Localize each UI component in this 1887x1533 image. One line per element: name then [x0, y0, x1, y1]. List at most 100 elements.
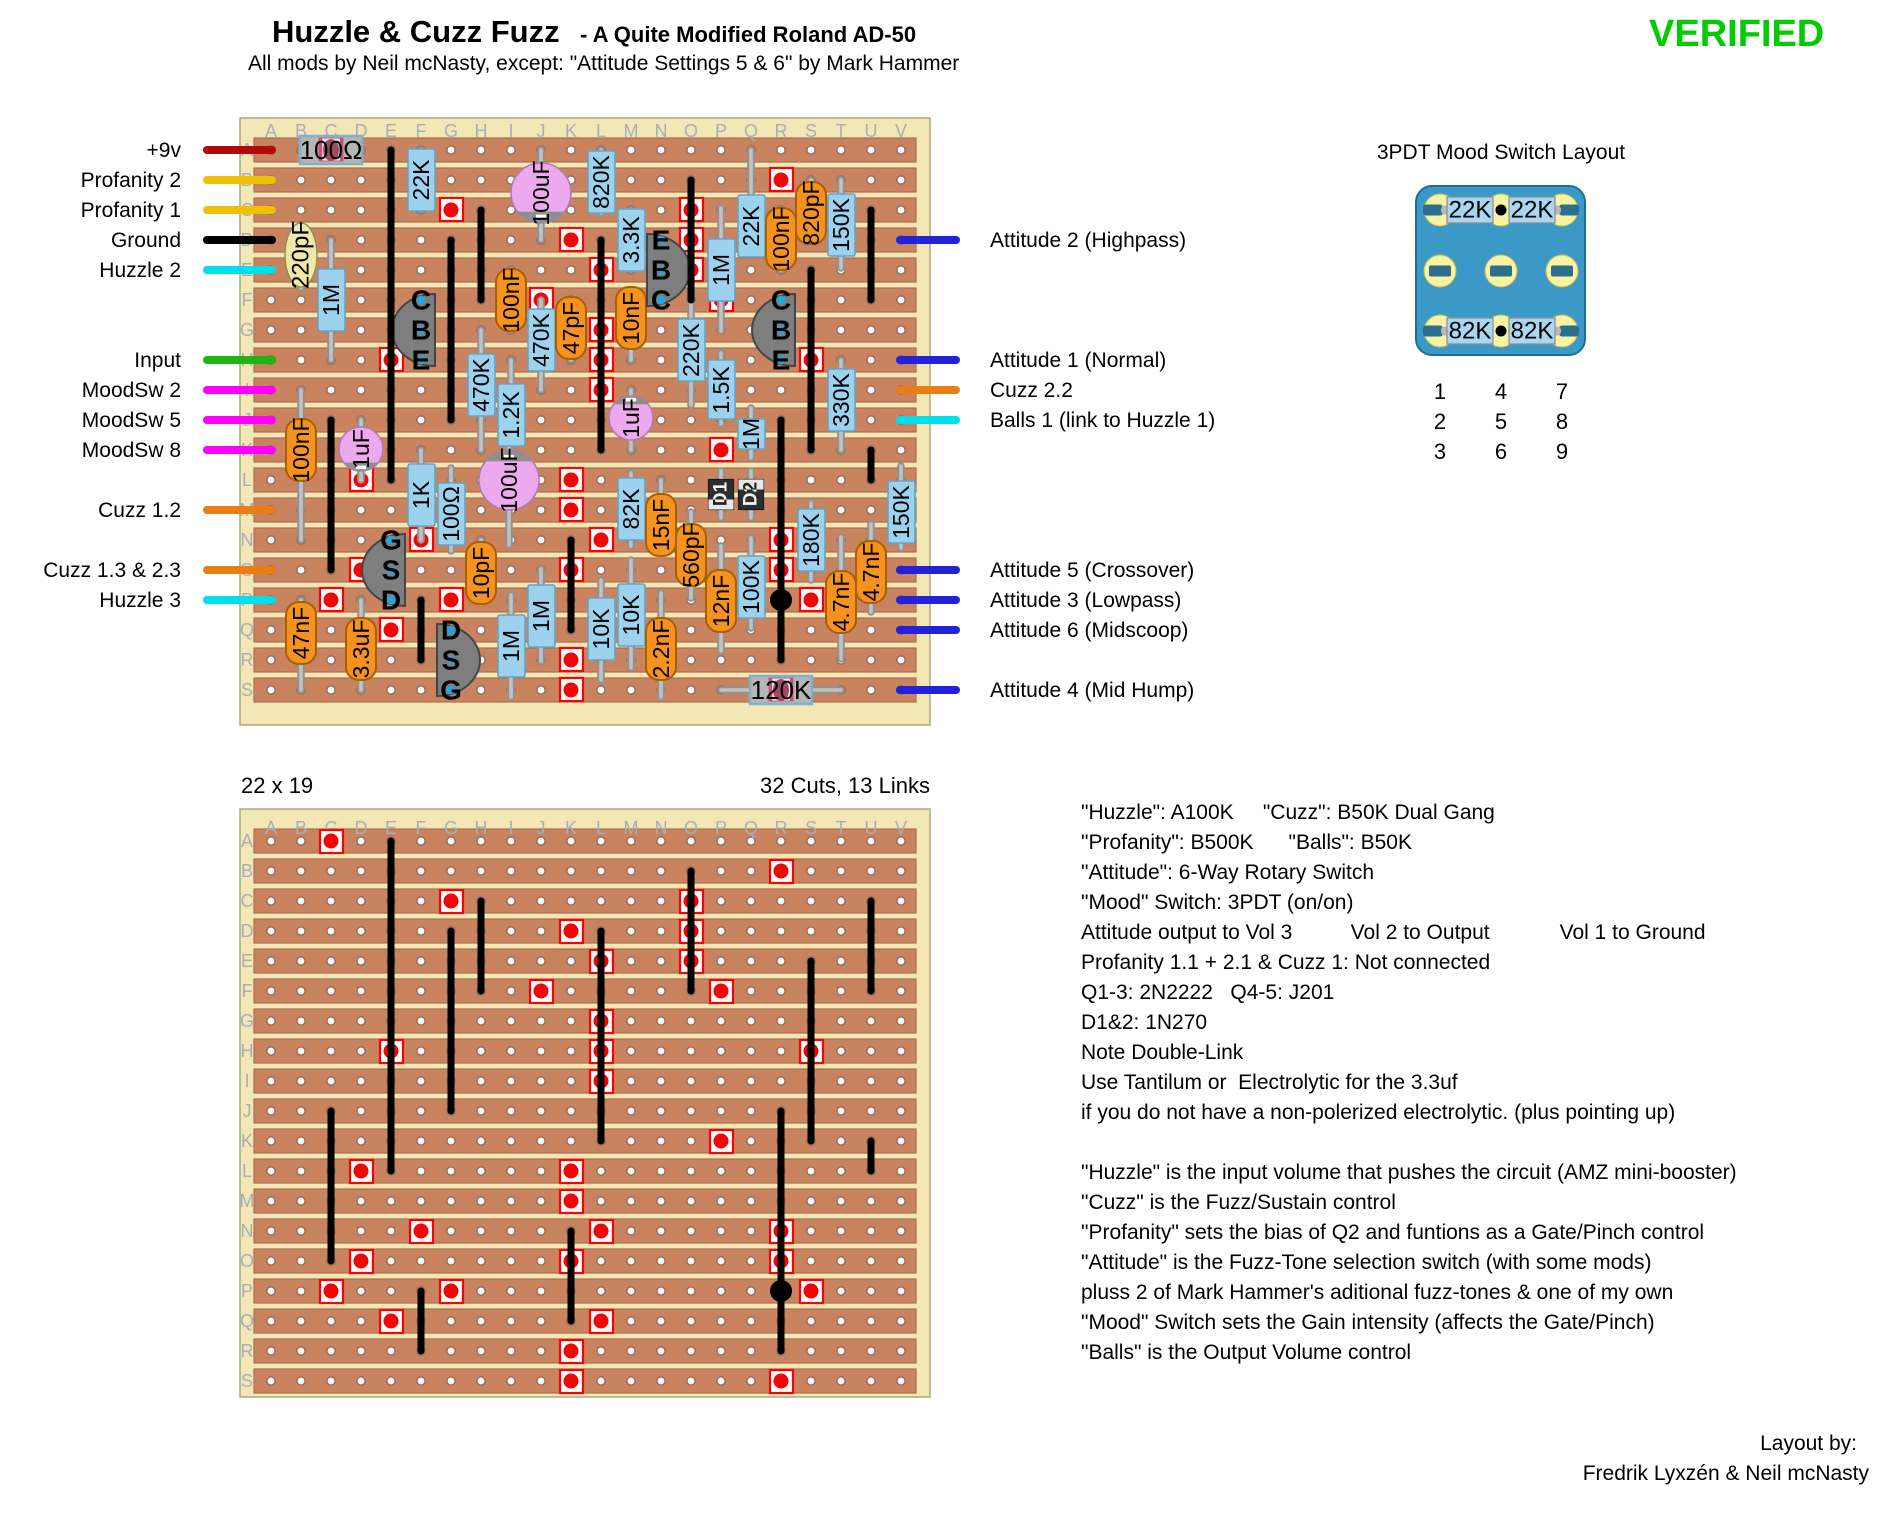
svg-text:U: U	[865, 121, 878, 141]
svg-text:"Balls" is the Output Volume c: "Balls" is the Output Volume control	[1081, 1341, 1411, 1364]
svg-text:"Cuzz" is the Fuzz/Sustain con: "Cuzz" is the Fuzz/Sustain control	[1081, 1191, 1396, 1214]
svg-text:Huzzle & Cuzz Fuzz: Huzzle & Cuzz Fuzz	[272, 14, 560, 49]
svg-text:5: 5	[1495, 409, 1507, 434]
svg-text:G: G	[380, 525, 402, 556]
svg-text:9: 9	[1556, 439, 1568, 464]
svg-text:Cuzz 1.3 & 2.3: Cuzz 1.3 & 2.3	[43, 559, 181, 582]
svg-text:J: J	[537, 818, 546, 838]
svg-text:T: T	[836, 818, 847, 838]
svg-text:3: 3	[1434, 439, 1446, 464]
svg-text:+9v: +9v	[147, 139, 182, 162]
svg-text:C: C	[651, 285, 671, 316]
svg-text:O: O	[240, 1251, 254, 1271]
svg-text:B: B	[295, 818, 307, 838]
svg-text:Balls 1 (link to Huzzle 1): Balls 1 (link to Huzzle 1)	[990, 409, 1215, 432]
svg-text:330K: 330K	[828, 372, 854, 426]
svg-text:1: 1	[1434, 379, 1446, 404]
svg-text:22K: 22K	[1449, 197, 1492, 224]
svg-text:1M: 1M	[708, 254, 734, 286]
svg-text:Note Double-Link: Note Double-Link	[1081, 1041, 1244, 1064]
svg-text:22 x 19: 22 x 19	[241, 773, 313, 798]
svg-text:Input: Input	[134, 349, 181, 372]
svg-text:Use Tantilum or Electrolytic: Use Tantilum or Electrolytic for the 3.3…	[1081, 1071, 1458, 1094]
svg-text:D: D	[441, 615, 461, 646]
svg-text:F: F	[242, 290, 253, 310]
svg-text:3.3uF: 3.3uF	[348, 620, 374, 679]
svg-text:Q: Q	[744, 818, 758, 838]
svg-text:Attitude 4 (Mid Hump): Attitude 4 (Mid Hump)	[990, 679, 1194, 702]
svg-text:G: G	[444, 121, 458, 141]
svg-text:47nF: 47nF	[288, 607, 314, 659]
svg-text:7: 7	[1556, 379, 1568, 404]
svg-text:I: I	[508, 818, 513, 838]
svg-text:L: L	[596, 818, 606, 838]
svg-text:B: B	[651, 255, 671, 286]
svg-text:Q: Q	[744, 121, 758, 141]
svg-text:22K: 22K	[408, 159, 434, 201]
svg-text:Q: Q	[240, 620, 254, 640]
svg-text:120K: 120K	[751, 675, 812, 705]
svg-text:1M: 1M	[738, 418, 764, 450]
svg-text:1.5K: 1.5K	[708, 366, 734, 414]
svg-text:VERIFIED: VERIFIED	[1649, 13, 1824, 55]
svg-text:O: O	[684, 818, 698, 838]
svg-text:S: S	[382, 555, 401, 586]
svg-text:F: F	[416, 121, 427, 141]
svg-text:560pF: 560pF	[678, 522, 704, 587]
svg-text:P: P	[715, 818, 727, 838]
svg-text:100nF: 100nF	[288, 417, 314, 482]
svg-text:82K: 82K	[1449, 318, 1492, 345]
svg-text:F: F	[242, 981, 253, 1001]
svg-text:B: B	[771, 315, 791, 346]
svg-text:1.2K: 1.2K	[498, 391, 524, 439]
svg-text:47pF: 47pF	[558, 302, 584, 354]
svg-text:H: H	[475, 121, 488, 141]
svg-text:Attitude 2 (Highpass): Attitude 2 (Highpass)	[990, 229, 1186, 252]
svg-text:E: E	[241, 951, 253, 971]
svg-text:H: H	[475, 818, 488, 838]
svg-text:Huzzle 2: Huzzle 2	[99, 259, 181, 282]
svg-text:Cuzz 2.2: Cuzz 2.2	[990, 379, 1073, 402]
svg-text:Profanity 1.1 + 2.1 & Cuzz 1:: Profanity 1.1 + 2.1 & Cuzz 1: Not connec…	[1081, 951, 1490, 974]
svg-text:6: 6	[1495, 439, 1507, 464]
svg-text:220K: 220K	[678, 322, 704, 376]
svg-text:D2: D2	[741, 482, 762, 506]
svg-text:G: G	[440, 675, 462, 706]
svg-text:"Profanity": B500K "Balls: "Profanity": B500K "Balls": B50K	[1081, 831, 1412, 854]
svg-text:4.7nF: 4.7nF	[828, 573, 854, 632]
svg-text:MoodSw 8: MoodSw 8	[82, 439, 181, 462]
svg-text:1uF: 1uF	[348, 429, 374, 469]
svg-text:L: L	[242, 470, 252, 490]
svg-text:- A Quite Modified Roland AD-5: - A Quite Modified Roland AD-50	[580, 22, 916, 47]
svg-text:Q1-3: 2N2222 Q4-5: J201: Q1-3: 2N2222 Q4-5: J201	[1081, 981, 1334, 1004]
svg-text:T: T	[836, 121, 847, 141]
svg-text:"Mood" Switch sets the Gain in: "Mood" Switch sets the Gain intensity (a…	[1081, 1311, 1655, 1334]
svg-text:C: C	[241, 891, 254, 911]
svg-text:R: R	[241, 650, 254, 670]
svg-text:H: H	[241, 1041, 254, 1061]
svg-text:R: R	[775, 121, 788, 141]
svg-text:32 Cuts, 13 Links: 32 Cuts, 13 Links	[760, 773, 930, 798]
svg-text:G: G	[240, 320, 254, 340]
svg-text:12nF: 12nF	[708, 575, 734, 627]
svg-text:E: E	[772, 345, 791, 376]
svg-text:C: C	[411, 285, 431, 316]
svg-text:Profanity 1: Profanity 1	[81, 199, 181, 222]
svg-text:B: B	[241, 861, 253, 881]
svg-text:100uF: 100uF	[528, 160, 554, 225]
svg-text:4: 4	[1495, 379, 1507, 404]
svg-text:E: E	[412, 345, 431, 376]
svg-text:"Profanity" sets the bias of Q: "Profanity" sets the bias of Q2 and funt…	[1081, 1221, 1704, 1244]
svg-text:A: A	[265, 818, 277, 838]
svg-text:I: I	[244, 1071, 249, 1091]
svg-text:if you do not have a non-poler: if you do not have a non-polerized elect…	[1081, 1101, 1675, 1124]
svg-text:U: U	[865, 818, 878, 838]
svg-text:D1: D1	[711, 481, 732, 506]
svg-text:Cuzz 1.2: Cuzz 1.2	[98, 499, 181, 522]
svg-text:"Attitude" is the Fuzz-Tone se: "Attitude" is the Fuzz-Tone selection sw…	[1081, 1251, 1651, 1274]
svg-text:2.2nF: 2.2nF	[648, 620, 674, 679]
svg-text:"Huzzle" is the input volume t: "Huzzle" is the input volume that pushes…	[1081, 1161, 1737, 1184]
svg-text:K: K	[241, 1131, 253, 1151]
svg-text:N: N	[655, 121, 668, 141]
svg-text:A: A	[265, 121, 277, 141]
